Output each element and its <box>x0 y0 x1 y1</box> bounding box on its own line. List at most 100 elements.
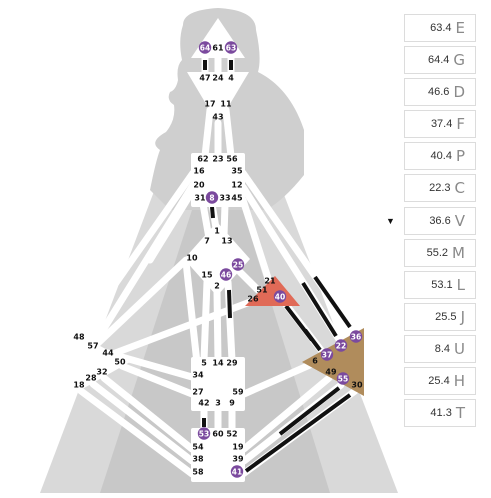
planet-glyph-icon: J <box>460 307 465 326</box>
planet-glyph-icon: H <box>453 372 465 391</box>
gate-19[interactable]: 19 <box>232 443 244 452</box>
gate-25[interactable]: 25 <box>233 261 243 270</box>
planet-value: 55.2 <box>426 246 449 259</box>
gate-62[interactable]: 62 <box>197 155 208 164</box>
defined-37 <box>303 328 322 352</box>
throat-center[interactable] <box>191 153 245 207</box>
gate-33[interactable]: 33 <box>219 194 230 203</box>
gate-61[interactable]: 61 <box>212 44 224 53</box>
planet-glyph-icon: V <box>454 211 465 230</box>
spleen-center[interactable] <box>70 330 130 396</box>
gate-48[interactable]: 48 <box>73 333 85 342</box>
gate-50[interactable]: 50 <box>114 358 126 367</box>
gate-43[interactable]: 43 <box>212 113 223 122</box>
selected-marker-icon: ▼ <box>386 215 395 226</box>
gate-6[interactable]: 6 <box>312 357 318 366</box>
gate-63[interactable]: 63 <box>226 44 236 53</box>
planet-value: 41.3 <box>430 407 452 420</box>
planet-glyph-icon: L <box>456 275 465 294</box>
channel-17-62 <box>201 106 214 160</box>
gate-26[interactable]: 26 <box>247 295 259 304</box>
gate-58[interactable]: 58 <box>192 468 204 477</box>
gate-10[interactable]: 10 <box>186 254 198 263</box>
gate-18[interactable]: 18 <box>73 381 85 390</box>
gate-35[interactable]: 35 <box>231 167 243 176</box>
gate-56[interactable]: 56 <box>226 155 238 164</box>
gate-5[interactable]: 5 <box>201 359 207 368</box>
gate-20[interactable]: 20 <box>193 181 205 190</box>
gate-51[interactable]: 51 <box>256 286 268 295</box>
gate-7[interactable]: 7 <box>204 237 210 246</box>
defined-55 <box>278 386 341 436</box>
gate-11[interactable]: 11 <box>220 100 232 109</box>
gate-16[interactable]: 16 <box>193 167 205 176</box>
gate-40[interactable]: 40 <box>275 293 285 302</box>
gate-14[interactable]: 14 <box>212 359 224 368</box>
gate-3[interactable]: 3 <box>215 399 221 408</box>
planet-glyph-icon: T <box>455 404 465 423</box>
gate-40-active-marker <box>273 290 287 303</box>
gate-36[interactable]: 36 <box>351 333 361 342</box>
planet-value: 25.4 <box>428 375 450 388</box>
gate-15[interactable]: 15 <box>201 271 213 280</box>
gate-1[interactable]: 1 <box>214 227 220 236</box>
gate-28[interactable]: 28 <box>85 374 97 383</box>
gate-29[interactable]: 29 <box>226 359 238 368</box>
gate-47[interactable]: 47 <box>199 74 210 83</box>
gate-31[interactable]: 31 <box>194 194 206 203</box>
gate-59[interactable]: 59 <box>232 388 244 397</box>
gate-12[interactable]: 12 <box>231 181 242 190</box>
gate-17[interactable]: 17 <box>204 100 215 109</box>
planet-glyph-icon: C <box>454 179 465 198</box>
defined-22 <box>301 281 338 338</box>
gate-2[interactable]: 2 <box>214 282 220 291</box>
gate-41[interactable]: 41 <box>232 468 242 477</box>
gate-57[interactable]: 57 <box>87 342 98 351</box>
ajna-center[interactable] <box>187 72 249 124</box>
gate-37[interactable]: 37 <box>322 351 332 360</box>
gate-30[interactable]: 30 <box>351 381 363 390</box>
gate-55[interactable]: 55 <box>338 375 348 384</box>
gate-22[interactable]: 22 <box>336 342 346 351</box>
gate-42[interactable]: 42 <box>198 399 209 408</box>
gate-13[interactable]: 13 <box>221 237 232 246</box>
gate-8[interactable]: 8 <box>209 194 214 203</box>
gate-54[interactable]: 54 <box>192 443 204 452</box>
gate-45[interactable]: 45 <box>231 194 243 203</box>
gate-60[interactable]: 60 <box>212 430 224 439</box>
root-center[interactable] <box>191 428 245 482</box>
gate-32[interactable]: 32 <box>96 368 107 377</box>
gate-64[interactable]: 64 <box>200 44 210 53</box>
gate-52[interactable]: 52 <box>226 430 237 439</box>
gate-34[interactable]: 34 <box>192 371 204 380</box>
gate-44[interactable]: 44 <box>102 349 114 358</box>
gate-9[interactable]: 9 <box>229 399 235 408</box>
gate-49[interactable]: 49 <box>325 368 337 377</box>
gate-24[interactable]: 24 <box>212 74 224 83</box>
gate-21[interactable]: 21 <box>264 277 276 286</box>
gate-39[interactable]: 39 <box>232 455 244 464</box>
gate-4[interactable]: 4 <box>228 74 234 83</box>
gate-27[interactable]: 27 <box>192 388 203 397</box>
sacral-center[interactable] <box>191 357 245 411</box>
gate-23[interactable]: 23 <box>212 155 223 164</box>
heart-center[interactable] <box>245 276 300 306</box>
g-center[interactable] <box>184 222 250 296</box>
gate-53[interactable]: 53 <box>199 430 209 439</box>
gate-38[interactable]: 38 <box>192 455 204 464</box>
gate-46[interactable]: 46 <box>221 271 231 280</box>
